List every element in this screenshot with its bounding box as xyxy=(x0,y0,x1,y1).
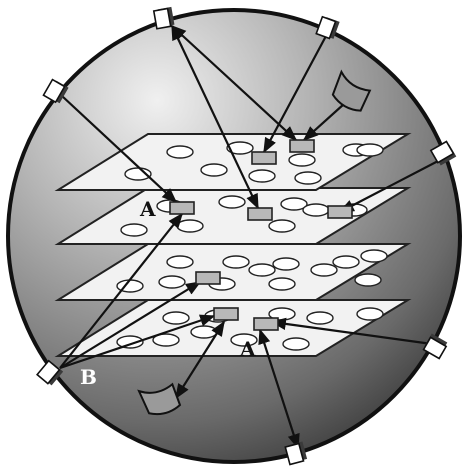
layer-4-hole xyxy=(163,312,189,324)
layer-3-hole xyxy=(273,258,299,270)
node-n1a xyxy=(252,152,276,164)
node-n3a xyxy=(196,272,220,284)
layer-3-hole xyxy=(355,274,381,286)
layer-4-hole xyxy=(357,308,383,320)
layer-3-hole xyxy=(159,276,185,288)
layer-1-hole xyxy=(295,172,321,184)
label-a-lower: A xyxy=(239,337,256,361)
layer-3-hole xyxy=(333,256,359,268)
node-n2a xyxy=(170,202,194,214)
node-n4b xyxy=(254,318,278,330)
layer-3-hole xyxy=(223,256,249,268)
node-n1b xyxy=(290,140,314,152)
layer-3-hole xyxy=(167,256,193,268)
layer-3-hole xyxy=(361,250,387,262)
layer-4-hole xyxy=(191,326,217,338)
layer-4-hole xyxy=(283,338,309,350)
node-n4a xyxy=(214,308,238,320)
layer-1-hole xyxy=(201,164,227,176)
layer-1-hole xyxy=(167,146,193,158)
layer-2-hole xyxy=(269,220,295,232)
layer-1-hole xyxy=(289,154,315,166)
layer-2-hole xyxy=(177,220,203,232)
layer-1-hole xyxy=(357,144,383,156)
label-a-upper: A xyxy=(139,197,156,221)
layer-2-hole xyxy=(121,224,147,236)
node-n2c xyxy=(328,206,352,218)
label-b: B xyxy=(80,365,97,389)
layer-2-hole xyxy=(219,196,245,208)
layer-3-hole xyxy=(311,264,337,276)
layer-1-hole xyxy=(249,170,275,182)
layer-3-hole xyxy=(269,278,295,290)
layer-4-hole xyxy=(307,312,333,324)
node-n2b xyxy=(248,208,272,220)
layer-3-hole xyxy=(249,264,275,276)
layer-2-hole xyxy=(303,204,329,216)
port-p2-face xyxy=(154,9,171,29)
